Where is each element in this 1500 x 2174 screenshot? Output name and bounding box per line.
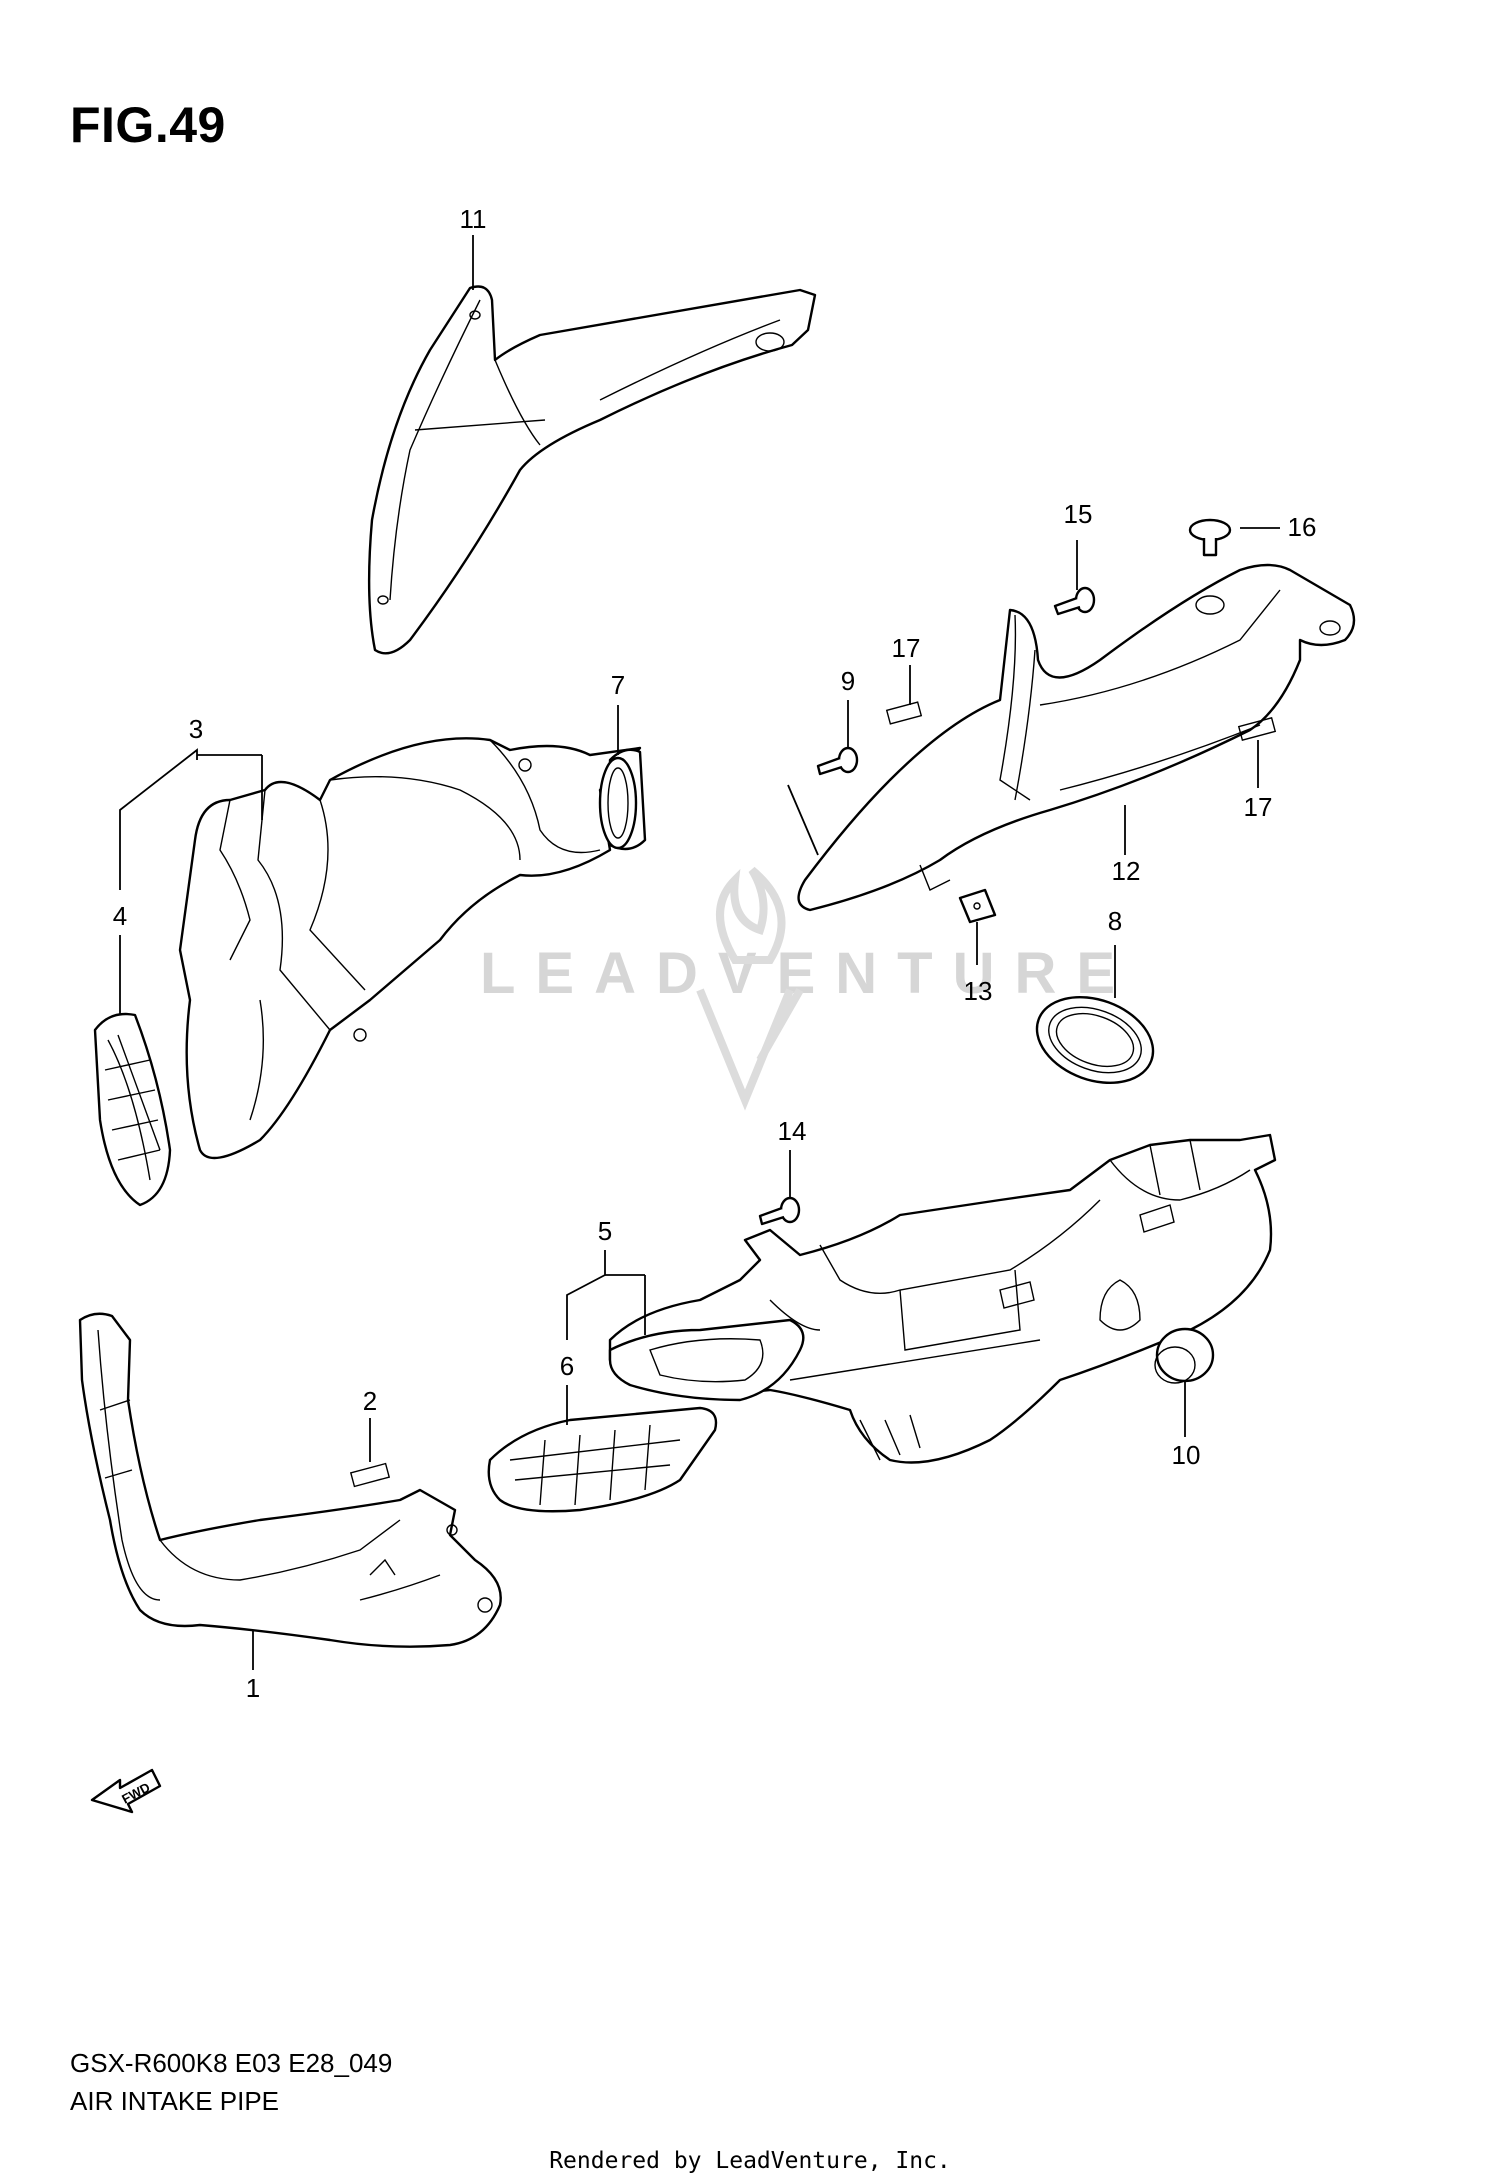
callout-8: 8 [1108,906,1122,936]
callout-17-right: 17 [1244,792,1273,822]
part-6-scoop [608,1318,805,1402]
callout-11: 11 [460,204,487,234]
callout-14: 14 [778,1116,807,1146]
part-15-screw [1053,586,1096,616]
callout-3: 3 [189,714,203,744]
callout-1: 1 [246,1673,260,1703]
part-14-screw [758,1196,801,1226]
callout-17-left: 17 [892,633,921,663]
callout-12: 12 [1112,856,1141,886]
model-code: GSX-R600K8 E03 E28_049 [70,2048,393,2078]
figure-title: FIG.49 [70,97,226,153]
callout-13: 13 [964,976,993,1006]
part-9-screw [816,746,859,776]
leader-lines [119,235,1280,1670]
part-8-grommet [1035,995,1155,1085]
part-16-clip [1188,518,1232,557]
fwd-arrow-icon [90,1768,162,1814]
callout-5: 5 [598,1216,612,1246]
callout-16: 16 [1288,512,1317,542]
part-12-side-cover [797,563,1356,912]
callout-10: 10 [1172,1440,1201,1470]
part-17-pad-right [1237,716,1277,742]
part-10-cap [1154,1327,1215,1384]
part-3-left-duct [178,737,642,1160]
callout-2: 2 [363,1386,377,1416]
part-13-nut [958,888,997,924]
part-4-grille [93,1012,172,1207]
part-1-lower-duct [78,1312,502,1648]
watermark-logo [696,866,804,1111]
callout-15: 15 [1064,499,1093,529]
callout-6: 6 [560,1351,574,1381]
callout-numbers: 11 16 15 17 9 17 12 13 8 3 4 7 14 5 6 10… [113,204,1317,1703]
part-17-pad-left [885,701,923,725]
part-11-duct-cover [367,285,817,655]
part-6-lower-grille [487,1406,718,1513]
fwd-label: FWD [119,1779,152,1806]
callout-4: 4 [113,901,127,931]
part-7-seal [598,748,647,851]
part-2-pad [349,1462,391,1488]
rendered-by-credit: Rendered by LeadVenture, Inc. [549,2148,951,2174]
callout-9: 9 [841,666,855,696]
callout-7: 7 [611,670,625,700]
figure-name: AIR INTAKE PIPE [70,2086,280,2116]
